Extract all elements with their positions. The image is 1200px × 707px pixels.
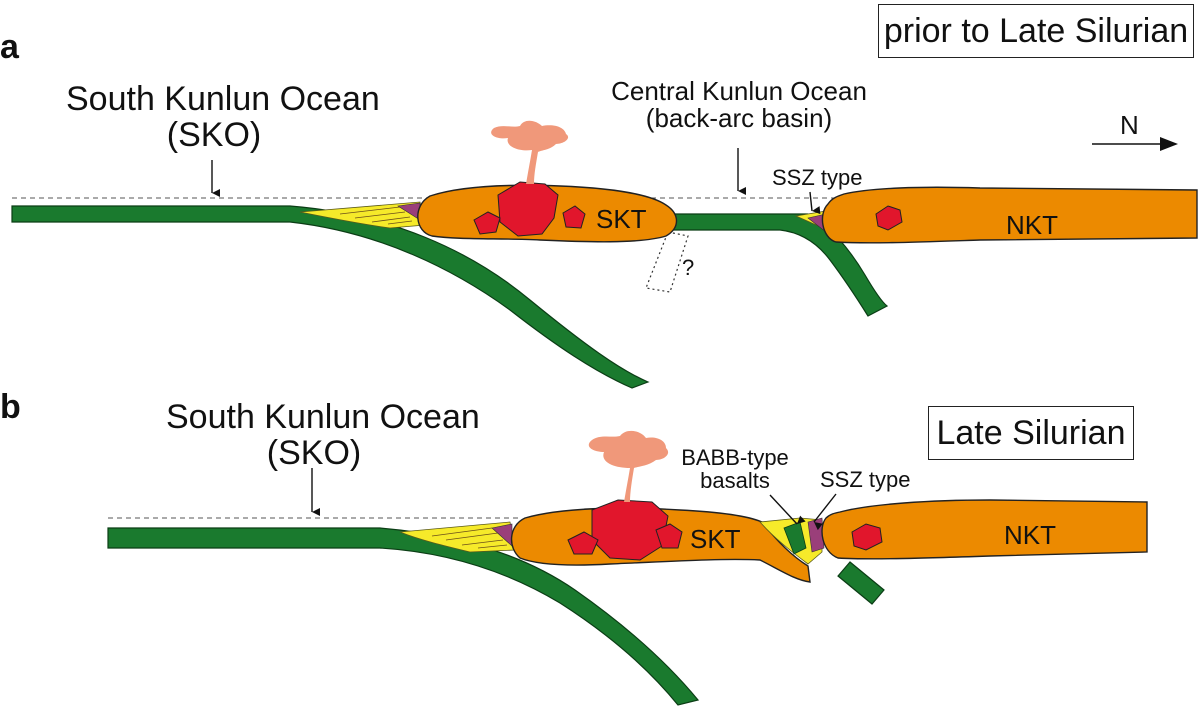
- panel-a-cko-label-2: (back-arc basin): [645, 103, 833, 134]
- sko-oceanic-slab-b: [107, 527, 700, 706]
- north-arrow-head: [1160, 137, 1178, 151]
- panel-b-time-label: Late Silurian: [936, 413, 1126, 452]
- detached-slab-b: [837, 561, 885, 605]
- panel-a-cko-label: Central Kunlun Ocean (back-arc basin): [588, 76, 890, 134]
- magma-blob-b2: [655, 523, 683, 549]
- panel-a-letter: a: [0, 28, 19, 66]
- sko-oceanic-slab-a: [11, 205, 650, 389]
- panel-b-skt-label: SKT: [690, 524, 741, 554]
- panel-a-nkt-label: NKT: [1006, 210, 1058, 240]
- accretionary-wedge-b: [399, 521, 516, 553]
- volcanic-plume-b: [588, 430, 669, 502]
- panel-a-graphic: [11, 120, 1198, 389]
- panel-a-skt-label: SKT: [596, 204, 647, 234]
- panel-b-time-box: Late Silurian: [928, 406, 1134, 460]
- panel-b-sko-label: South Kunlun Ocean (SKO): [166, 398, 480, 472]
- wedge-streaks-a: [339, 206, 413, 225]
- panel-b-sko-label-1: South Kunlun Ocean: [166, 398, 480, 436]
- panel-b-babb-label: BABB-type basalts: [660, 446, 810, 492]
- nkt-terrane-b: [821, 499, 1148, 560]
- magma-blob-nkt-b: [851, 523, 883, 551]
- panel-a-sko-label: South Kunlun Ocean (SKO): [66, 80, 380, 154]
- panel-a-cko-label-1: Central Kunlun Ocean: [611, 76, 867, 106]
- magma-blob-a1: [473, 211, 501, 235]
- babb-basalts-b: [783, 521, 807, 555]
- magma-blob-b1: [567, 531, 599, 555]
- panel-b-graphic: [107, 430, 1148, 706]
- panel-b-sko-label-2: (SKO): [266, 433, 362, 472]
- panel-a-sko-label-2: (SKO): [166, 115, 262, 154]
- panel-b-letter: b: [0, 388, 21, 426]
- panel-b-babb-label-1: BABB-type: [681, 445, 789, 470]
- ssz-arrow-a: [809, 191, 821, 215]
- panel-a-time-label: prior to Late Silurian: [883, 11, 1189, 50]
- babb-arrow-b: [769, 494, 806, 525]
- nkt-terrane-a: [821, 186, 1198, 244]
- panel-a-sko-label-1: South Kunlun Ocean: [66, 80, 380, 118]
- accretionary-wedge-a: [299, 201, 426, 229]
- wedge-streaks-b: [431, 527, 508, 549]
- panel-a-ssz-label: SSZ type: [772, 165, 863, 190]
- panel-b-babb-label-2: basalts: [700, 468, 770, 494]
- ssz-arrow-b: [813, 493, 837, 531]
- panel-a-question-mark: ?: [682, 255, 695, 280]
- panel-a-time-box: prior to Late Silurian: [878, 4, 1194, 58]
- volcanic-plume-a: [491, 120, 569, 184]
- panel-b-nkt-label: NKT: [1004, 520, 1056, 550]
- panel-b-ssz-label: SSZ type: [820, 467, 911, 492]
- magma-blob-nkt-a: [875, 205, 903, 231]
- magma-blob-a2: [562, 205, 586, 229]
- north-label: N: [1120, 110, 1139, 140]
